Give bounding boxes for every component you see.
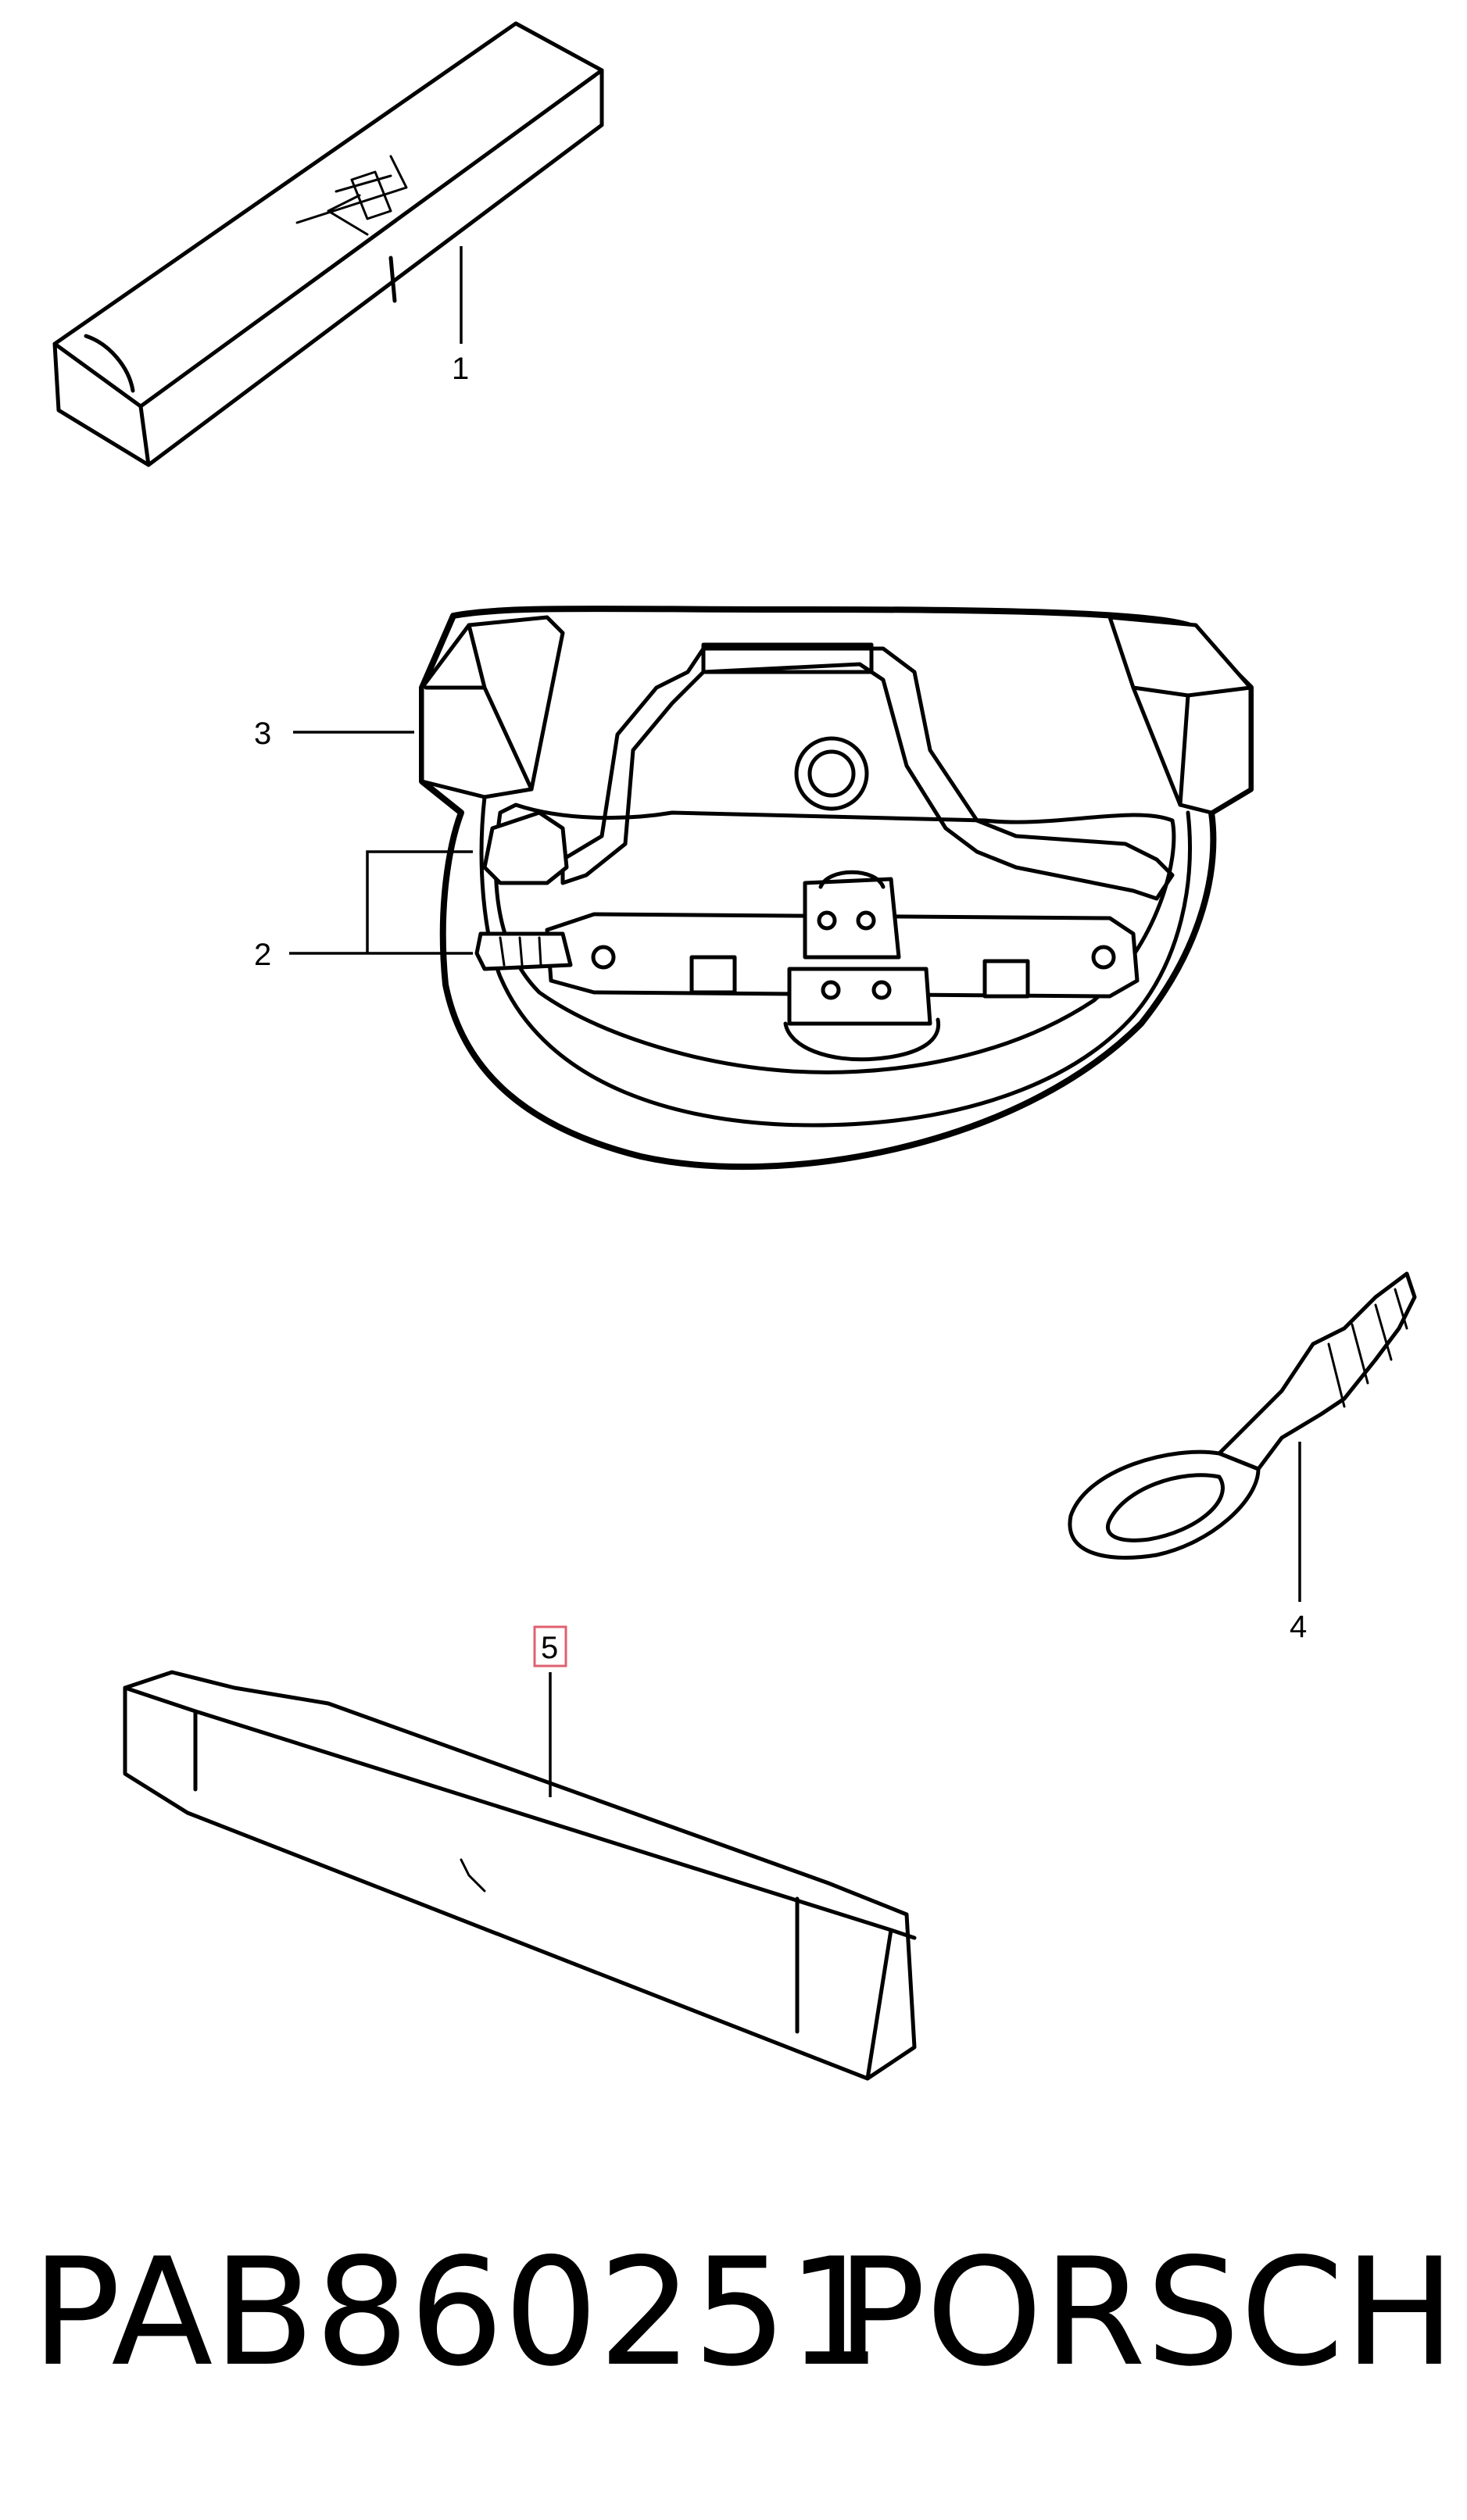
part-1-tool-case: [52, 21, 604, 467]
callout-3: 3: [254, 717, 271, 751]
part-3-jack-tray: [419, 606, 1254, 1171]
callout-1: 1: [452, 352, 469, 386]
callout-5: 5: [541, 1631, 558, 1665]
part-5-foam-block: [123, 1670, 917, 2081]
callout-2: 2: [254, 938, 271, 972]
brand-caption: PORSCHE: [836, 2226, 1467, 2399]
leader-2: [366, 850, 473, 955]
part-4-towing-eye: [1068, 1271, 1417, 1560]
part-number-caption: PAB860251: [31, 2226, 882, 2399]
highlight-box-5: [533, 1625, 567, 1667]
callout-4: 4: [1290, 1610, 1307, 1644]
